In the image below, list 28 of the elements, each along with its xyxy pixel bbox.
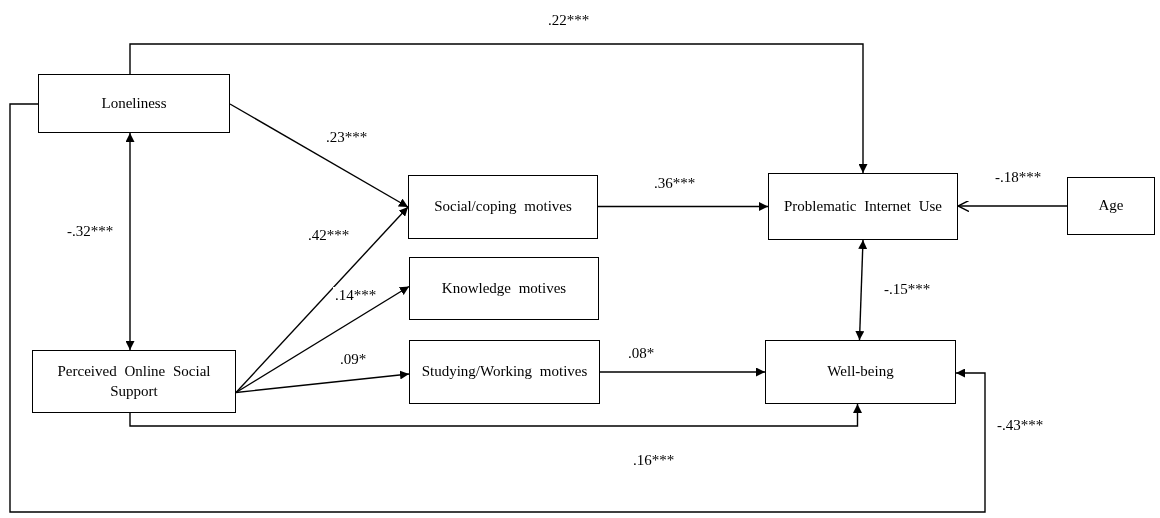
variable-name: Social/coping motives	[434, 197, 572, 217]
variable-name: Studying/Working motives	[421, 362, 588, 382]
arrow	[599, 367, 766, 377]
variable-box	[765, 340, 956, 404]
arrow	[125, 132, 135, 351]
arrow	[235, 206, 409, 394]
arrow	[129, 403, 862, 427]
variable-box	[38, 74, 230, 133]
variable-name: Perceived Online Social Support	[56, 362, 212, 401]
variable-name: Age	[1098, 196, 1124, 216]
variable-name: Well-being	[827, 362, 894, 382]
variable-name: Loneliness	[101, 93, 167, 113]
arrow	[235, 285, 410, 394]
variable-box	[408, 175, 598, 239]
variable-name: Knowledge motives	[441, 278, 567, 298]
arrow	[129, 43, 868, 174]
variable-box	[768, 173, 958, 240]
arrow	[957, 199, 1068, 213]
arrow	[597, 202, 769, 211]
variable-box	[1067, 177, 1155, 235]
variable-box	[409, 340, 600, 404]
arrow	[229, 103, 409, 208]
variable-box	[409, 257, 599, 320]
arrow	[235, 370, 410, 394]
arrow	[855, 239, 868, 341]
variable-box	[32, 350, 236, 413]
variable-name: Problematic Internet Use	[784, 196, 942, 216]
arrow	[9, 103, 986, 513]
